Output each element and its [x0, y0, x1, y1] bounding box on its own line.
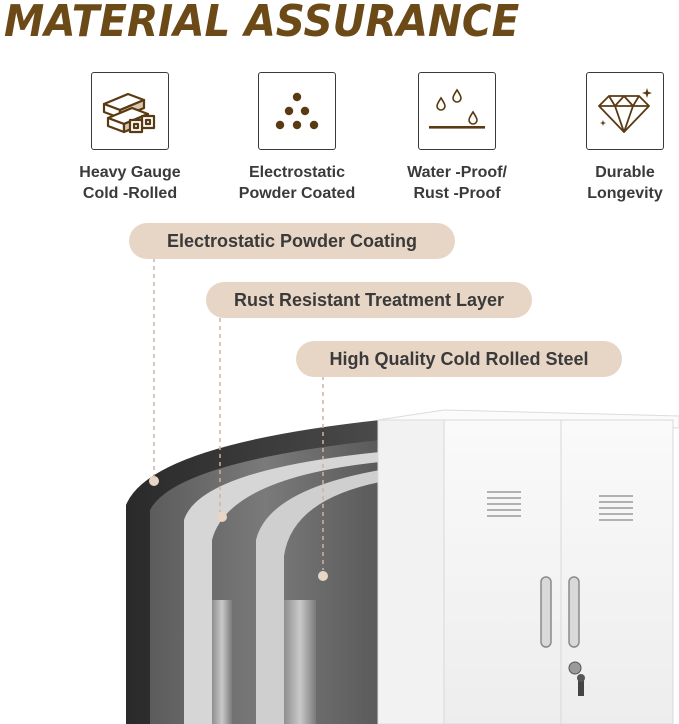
- feature-label: Electrostatic Powder Coated: [222, 162, 372, 204]
- feature-water-proof: Water -Proof/ Rust -Proof: [382, 72, 532, 204]
- marker-coating: [149, 476, 159, 486]
- feature-label-line1: Water -Proof/: [407, 164, 507, 181]
- marker-steel: [318, 571, 328, 581]
- steel-layer-mid: [212, 600, 232, 724]
- feature-durable: Durable Longevity: [550, 72, 679, 204]
- feature-label-line1: Heavy Gauge: [79, 164, 181, 181]
- pill-rust-resistant: Rust Resistant Treatment Layer: [206, 282, 532, 318]
- feature-label: Heavy Gauge Cold -Rolled: [55, 162, 205, 204]
- feature-powder-coated: Electrostatic Powder Coated: [222, 72, 372, 204]
- feature-label-line1: Electrostatic: [248, 164, 346, 181]
- door-handle-left: [540, 576, 552, 648]
- cabinet-door-right: [560, 419, 674, 724]
- steel-layer-right: [284, 600, 316, 724]
- feature-label-line2: Cold -Rolled: [82, 185, 178, 202]
- key-icon: [578, 676, 584, 696]
- pill-powder-coating: Electrostatic Powder Coating: [129, 223, 455, 259]
- cabinet-door-left: [443, 419, 562, 724]
- feature-label-line1: Durable: [595, 164, 655, 181]
- feature-label-line2: Rust -Proof: [413, 185, 501, 202]
- diamond-icon: [598, 88, 652, 133]
- feature-heavy-gauge: Heavy Gauge Cold -Rolled: [55, 72, 205, 204]
- key-head-icon: [577, 674, 585, 682]
- powder-dots-icon: [275, 92, 319, 130]
- feature-icon-box: [586, 72, 664, 150]
- feature-icon-box: [91, 72, 169, 150]
- vent-right: [599, 495, 633, 521]
- door-handle-right: [568, 576, 580, 648]
- water-drops-icon: [429, 88, 485, 129]
- steel-layer-left: [184, 452, 380, 724]
- pill-cold-rolled-steel: High Quality Cold Rolled Steel: [296, 341, 622, 377]
- feature-label: Durable Longevity: [550, 162, 679, 204]
- vent-left: [487, 491, 521, 517]
- feature-label: Water -Proof/ Rust -Proof: [382, 162, 532, 204]
- feature-label-line2: Powder Coated: [238, 185, 356, 202]
- lock-icon: [568, 661, 582, 675]
- marker-treatment: [217, 512, 227, 522]
- feature-icon-box: [258, 72, 336, 150]
- feature-label-line2: Longevity: [587, 185, 663, 202]
- steel-layer-right-curve: [256, 470, 380, 724]
- feature-icon-box: [418, 72, 496, 150]
- page-title: MATERIAL ASSURANCE: [4, 0, 520, 47]
- steel-bars-icon: [102, 92, 156, 134]
- cabinet-side: [377, 419, 445, 724]
